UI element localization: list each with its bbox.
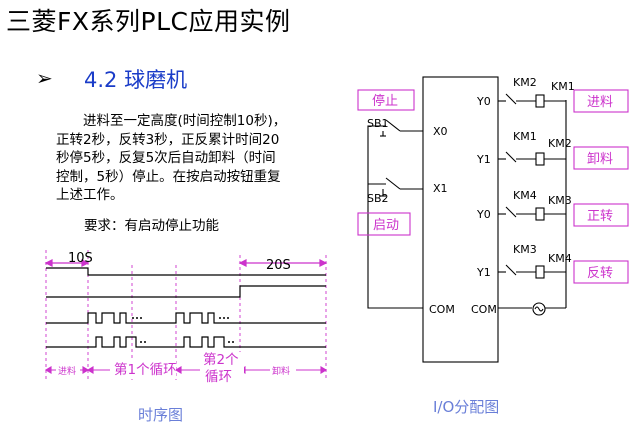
description-line: 上述工作。	[56, 187, 124, 203]
output-terminal: Y1	[476, 266, 491, 279]
seg-feed: 进料	[58, 365, 76, 377]
description-line: 进料至一定高度(时间控制10秒)，	[83, 113, 287, 129]
output-label: 卸料	[587, 151, 613, 167]
output-box	[573, 89, 629, 113]
description-line: 控制，5秒）停止。在按启动按钮重复	[56, 168, 281, 185]
com-out-terminal: COM	[471, 303, 497, 316]
com-in-terminal: COM	[429, 303, 455, 316]
switch-sb1	[385, 119, 401, 132]
seg-unload: 卸料	[272, 365, 290, 377]
process-description: 进料至一定高度(时间控制10秒)， 正转2秒，反转3秒，正反累计时间20 秒停5…	[56, 112, 346, 205]
start-button-box	[357, 212, 411, 236]
output-box	[573, 203, 629, 227]
sb1-label: SB1	[367, 117, 389, 130]
arrow-head-icon	[238, 259, 247, 267]
stop-button[interactable]: 停止	[372, 93, 398, 109]
interlock-label: KM4	[513, 189, 537, 202]
description-line: 秒停5秒，反复5次后自动卸料（时间	[56, 150, 276, 166]
requirement-text: 要求：有启动停止功能	[84, 218, 219, 234]
bullet-arrow-icon: ➢	[36, 66, 53, 90]
interlock-label: KM1	[513, 130, 537, 143]
stop-button-box	[357, 89, 415, 111]
output-box	[573, 260, 629, 284]
coil-label: KM2	[548, 137, 572, 150]
coil-label: KM3	[548, 194, 572, 207]
reverse-signal	[46, 336, 326, 348]
plc-box	[422, 76, 499, 363]
page-title: 三菱FX系列PLC应用实例	[6, 7, 291, 36]
arrow-head-icon	[319, 259, 328, 267]
seg-cycle2: 第2个	[203, 351, 239, 368]
output-box	[573, 146, 629, 170]
output-terminal: Y0	[476, 95, 491, 108]
unload-signal	[46, 285, 326, 298]
output-terminal: Y1	[476, 153, 491, 166]
output-label: 正转	[587, 209, 613, 224]
label-20s: 20S	[266, 258, 291, 273]
sb2-label: SB2	[367, 192, 389, 205]
feed-signal	[46, 267, 326, 276]
arrow-head-icon	[81, 259, 90, 267]
arrow-head-icon	[44, 259, 53, 267]
coil-label: KM4	[548, 252, 572, 265]
output-label: 进料	[587, 95, 613, 110]
interlock-label: KM3	[513, 243, 537, 256]
forward-signal	[46, 312, 326, 324]
seg-cycle1: 第1个循环	[114, 361, 177, 378]
timing-caption: 时序图	[138, 406, 184, 424]
interlock-label: KM2	[513, 76, 537, 89]
seg-cycle2: 循环	[205, 369, 232, 385]
coil-label: KM1	[551, 80, 575, 93]
section-title: 4.2 球磨机	[84, 68, 188, 92]
switch-sb2	[385, 177, 401, 190]
x1-terminal: X1	[433, 182, 448, 195]
description-line: 正转2秒，反转3秒，正反累计时间20	[56, 131, 280, 148]
x0-terminal: X0	[433, 125, 448, 138]
output-label: 反转	[587, 266, 613, 281]
output-terminal: Y0	[476, 208, 491, 221]
label-10s: 10S	[68, 251, 93, 266]
io-caption: I/O分配图	[433, 398, 500, 416]
start-button[interactable]: 启动	[373, 218, 399, 233]
